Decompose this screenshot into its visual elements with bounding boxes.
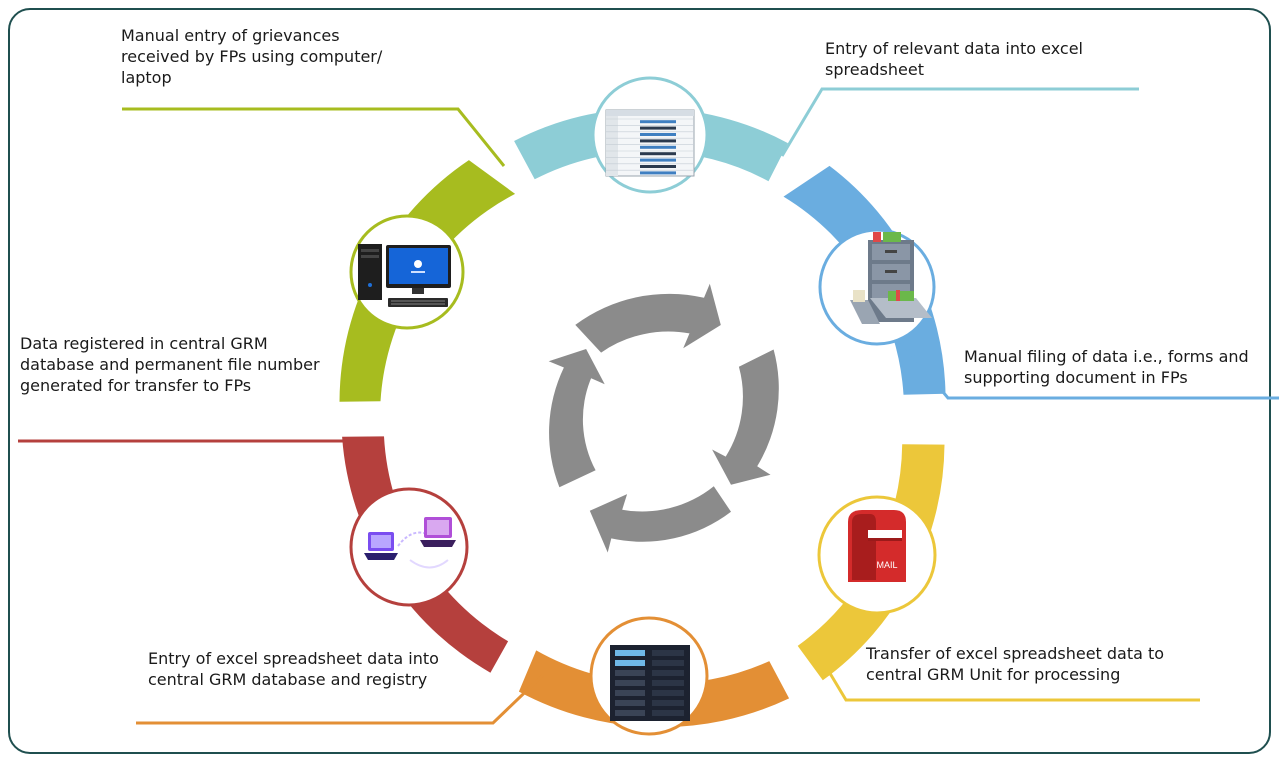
- step-node-excel-entry: [591, 76, 709, 194]
- cycle-arrow-bottom: [589, 486, 731, 553]
- leader-line-transfer: [808, 639, 1200, 702]
- center-cycle-arrows: [548, 283, 779, 553]
- leader-line-manual-filing: [896, 337, 1279, 400]
- mailbox-icon: MAIL: [848, 510, 906, 582]
- filing-cabinet-icon: [850, 232, 932, 324]
- label-registered: Data registered in central GRM database …: [20, 334, 320, 395]
- step-node-registered: [349, 487, 469, 607]
- label-excel-entry: Entry of relevant data into excel spread…: [825, 39, 1083, 79]
- label-manual-filing: Manual filing of data i.e., forms and su…: [964, 347, 1249, 387]
- ring-segment-manual-entry: [339, 160, 516, 402]
- label-transfer: Transfer of excel spreadsheet data to ce…: [866, 644, 1165, 684]
- label-manual-entry: Manual entry of grievances received by F…: [121, 26, 383, 87]
- step-node-manual-entry: [349, 214, 465, 330]
- desktop-computer-icon: [358, 244, 451, 307]
- ring-segment-transfer: [797, 444, 945, 681]
- step-node-transfer: MAIL: [817, 495, 937, 615]
- cycle-arrow-right: [712, 349, 779, 485]
- leader-line-database-entry: [136, 673, 545, 725]
- step-node-database-entry: [589, 616, 709, 736]
- laptops-transfer-icon: [364, 517, 456, 569]
- leader-line-excel-entry: [780, 87, 1139, 157]
- cycle-arrow-left: [548, 349, 605, 488]
- cycle-arrow-top: [575, 283, 721, 353]
- mailbox-label: MAIL: [876, 560, 897, 570]
- step-node-manual-filing: [818, 228, 936, 346]
- server-rack-icon: [610, 645, 690, 721]
- label-database-entry: Entry of excel spreadsheet data into cen…: [148, 649, 439, 689]
- leader-line-manual-entry: [122, 107, 506, 167]
- diagram-frame: [8, 8, 1271, 754]
- spreadsheet-icon: [605, 109, 695, 177]
